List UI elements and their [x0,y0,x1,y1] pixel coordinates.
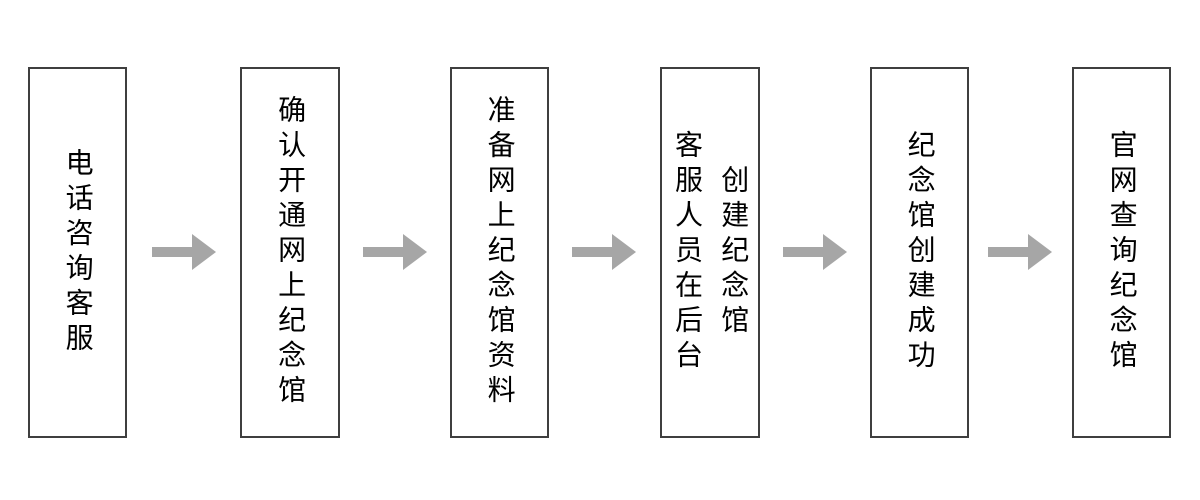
flow-step-prepare-materials: 准备网上纪念馆资料 [450,67,549,438]
flow-step-label: 电话咨询客服 [62,147,94,358]
flow-step-label: 确认开通网上纪念馆 [275,95,307,410]
flow-step-create-success: 纪念馆创建成功 [870,67,969,438]
arrow-right-icon [572,234,636,270]
flow-step-phone-consult: 电话咨询客服 [28,67,127,438]
flow-step-label: 纪念馆创建成功 [904,130,936,375]
arrow-head [192,234,216,270]
arrow-head [612,234,636,270]
flow-step-label-line-1: 客服人员在后台 [672,130,703,375]
flow-step-confirm-open: 确认开通网上纪念馆 [240,67,340,438]
flow-step-label: 官网查询纪念馆 [1106,130,1138,375]
arrow-head [1028,234,1052,270]
arrow-shaft [572,247,614,257]
arrow-right-icon [988,234,1052,270]
flow-step-label: 准备网上纪念馆资料 [484,95,516,410]
flow-step-label-line-2: 创建纪念馆 [718,165,750,340]
arrow-shaft [152,247,194,257]
flow-step-official-site-query: 官网查询纪念馆 [1072,67,1171,438]
arrow-shaft [988,247,1030,257]
arrow-shaft [783,247,825,257]
arrow-right-icon [152,234,216,270]
arrow-right-icon [783,234,847,270]
flow-step-backend-create: 客服人员在后台 创建纪念馆 [660,67,760,438]
arrow-head [403,234,427,270]
arrow-shaft [363,247,405,257]
arrow-head [823,234,847,270]
arrow-right-icon [363,234,427,270]
